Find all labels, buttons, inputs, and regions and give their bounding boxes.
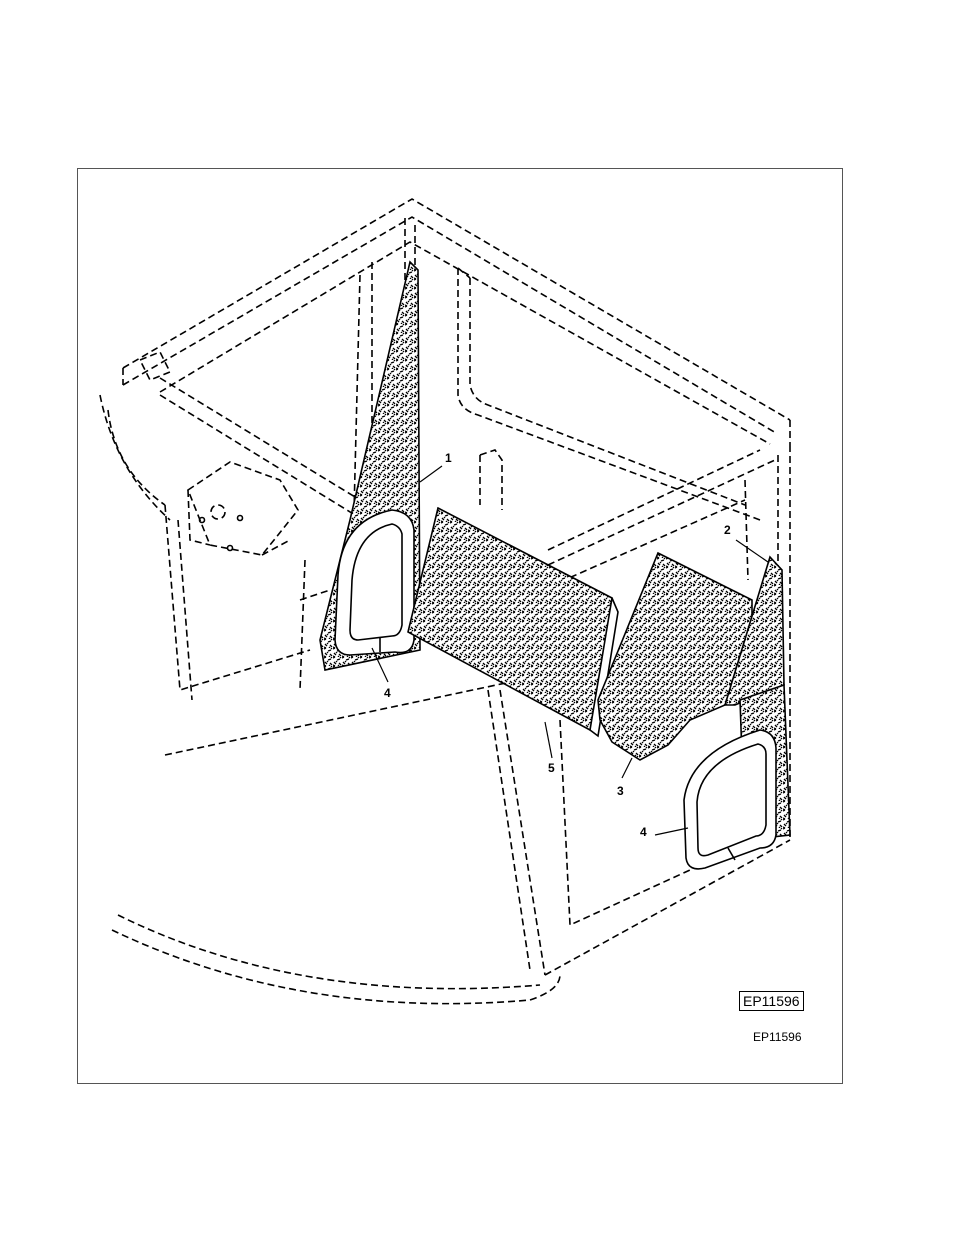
mounting-bracket — [188, 462, 298, 555]
figure-id-boxed: EP11596 — [739, 991, 804, 1011]
figure-id-caption: EP11596 — [753, 1030, 802, 1044]
callout-2: 2 — [724, 523, 731, 537]
roof-crossbar — [140, 352, 360, 515]
insulation-panel-3 — [598, 553, 752, 760]
insulation-panel-5 — [408, 508, 618, 736]
callout-5: 5 — [548, 761, 555, 775]
rear-window — [458, 268, 760, 520]
cab-roof — [123, 199, 790, 445]
callout-4-right: 4 — [640, 825, 647, 839]
callout-1: 1 — [445, 451, 452, 465]
trim-frame-right — [684, 730, 776, 869]
callout-4-left: 4 — [384, 686, 391, 700]
callout-3: 3 — [617, 784, 624, 798]
centre-post — [480, 450, 545, 975]
